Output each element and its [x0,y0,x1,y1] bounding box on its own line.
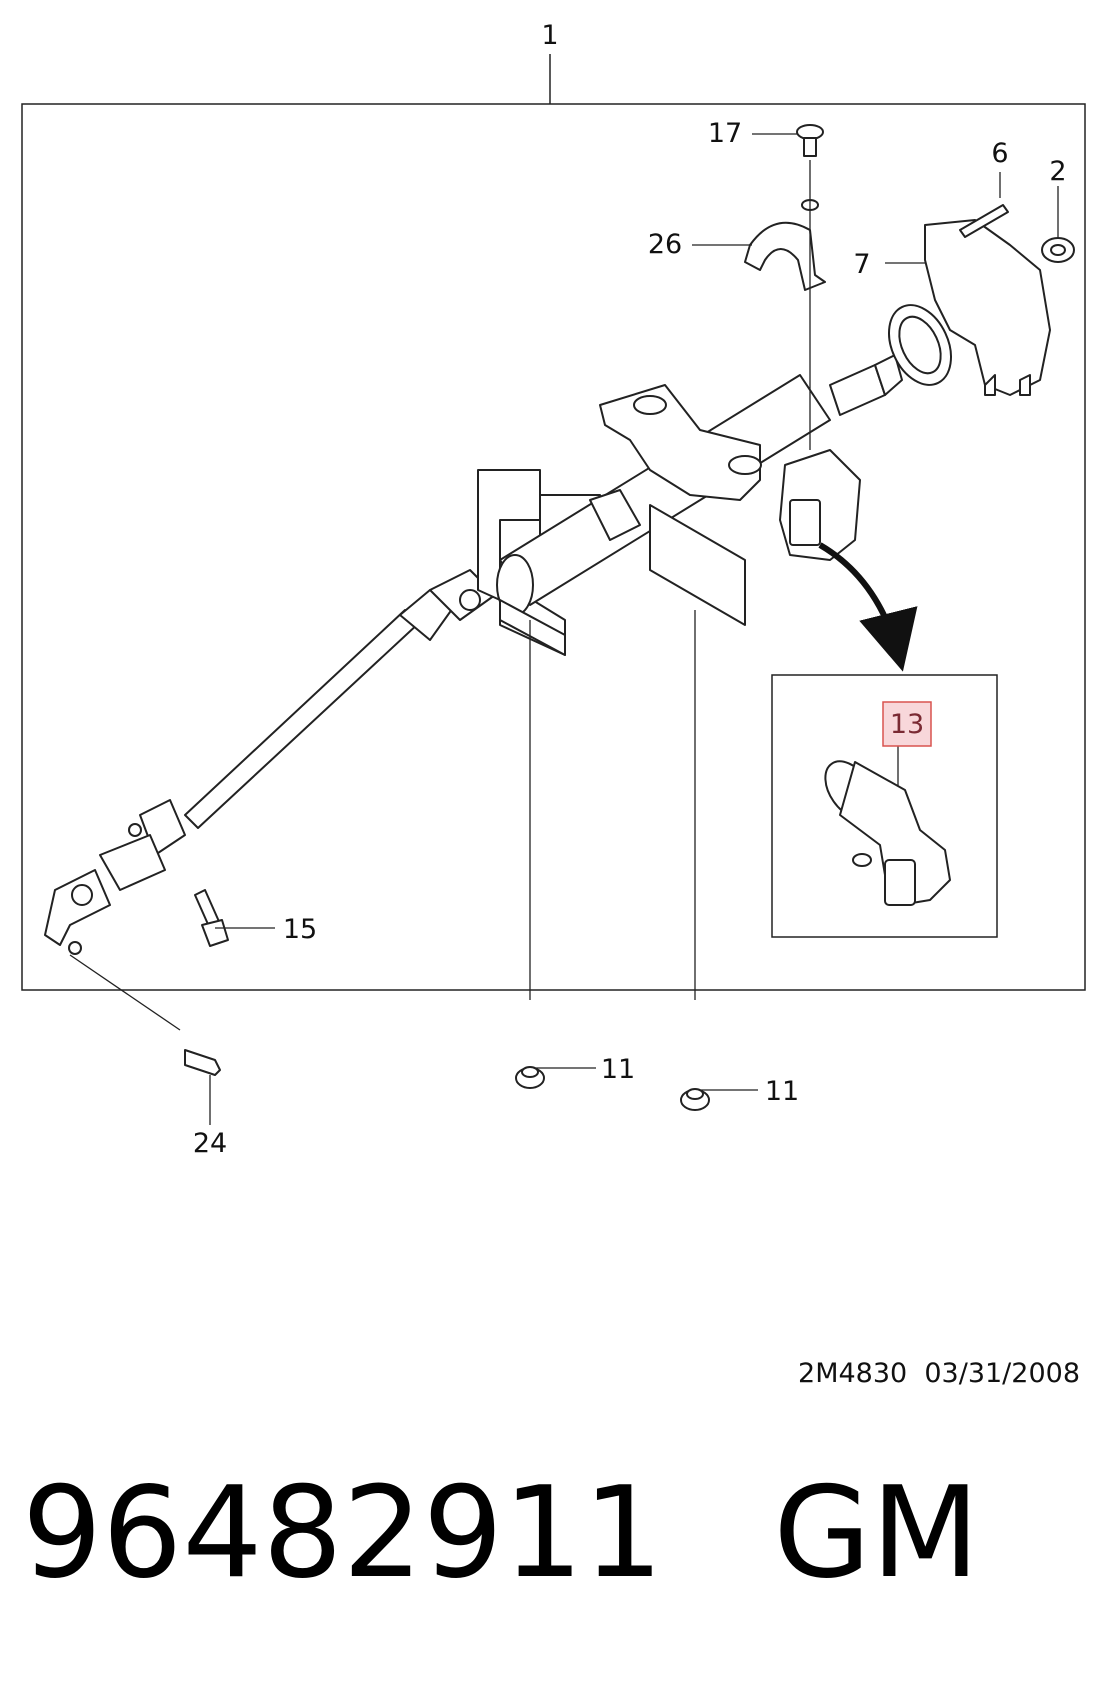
ignition-switch-part [824,760,951,906]
detail-inset-frame [771,674,998,938]
callout-17: 17 [708,118,742,149]
diagram-date: 03/31/2008 [924,1358,1080,1389]
diagram-stamp: 2M4830 03/31/2008 [760,1358,1080,1389]
callout-15: 15 [283,914,317,945]
callout-1: 1 [541,20,558,51]
steering-column [44,124,1075,1076]
callout-7: 7 [853,249,870,280]
detail-arrow [818,542,918,672]
callout-24: 24 [193,1128,227,1159]
callout-13: 13 [890,709,924,740]
diagram-code: 2M4830 [798,1358,908,1389]
nut-11 [515,1066,710,1111]
brand-name: GM [773,1459,980,1606]
callout-6: 6 [991,138,1008,169]
callout-2: 2 [1049,156,1066,187]
part-number: 96482911 [22,1459,664,1606]
highlight-box-13 [882,701,932,747]
callout-11b: 11 [765,1076,799,1107]
callout-11a: 11 [601,1054,635,1085]
steering-column-diagram: 1 17 6 2 26 7 13 15 11 11 24 [21,20,1086,1159]
assembly-frame [21,103,1086,991]
callout-26: 26 [648,229,682,260]
